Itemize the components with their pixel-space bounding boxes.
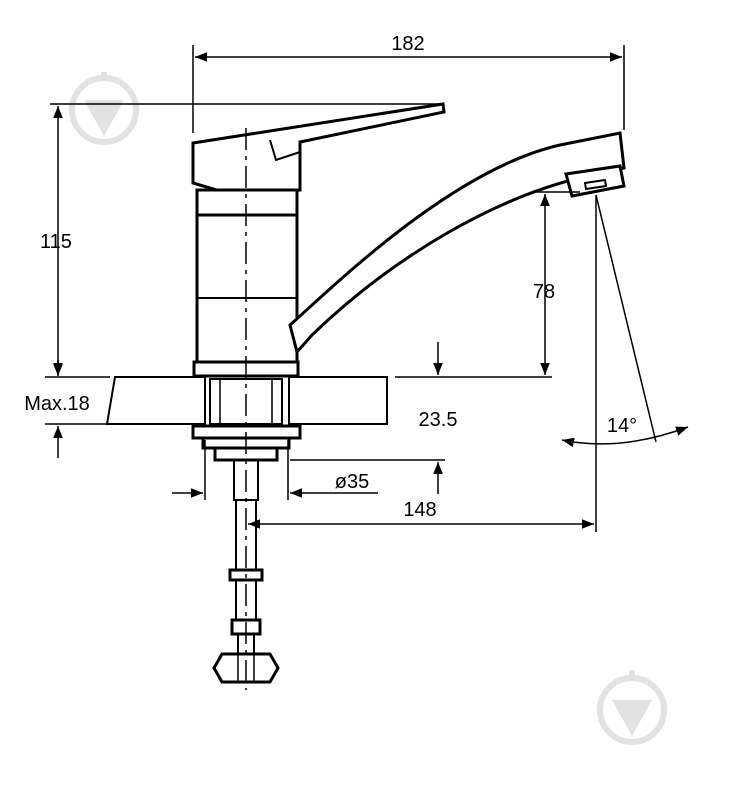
dimension-base-diameter: ø35 [172,440,378,500]
label-base-diameter: ø35 [335,471,369,493]
label-overall-width: 182 [391,33,424,55]
dimension-spout-angle: 14° [561,194,689,448]
label-spout-clearance: 78 [533,281,555,303]
label-spout-reach: 148 [403,499,436,521]
dimension-deck-thickness: Max.18 [24,360,110,458]
dimension-overall-width: 182 [192,33,625,133]
watermark-drop-logo-bottom [597,670,667,745]
mounting-deck [105,376,552,425]
watermark-drop-logo-top [69,72,139,145]
label-offset: 23.5 [419,409,458,431]
dimension-height: 115 [40,103,440,378]
label-deck-thickness: Max.18 [24,393,90,415]
dimension-offset: 23.5 [290,342,457,494]
dimension-spout-clearance: 78 [533,191,580,375]
dimension-spout-reach: 148 [248,195,597,532]
faucet-body [191,102,626,378]
label-spout-angle: 14° [607,415,637,437]
label-height: 115 [40,231,72,253]
